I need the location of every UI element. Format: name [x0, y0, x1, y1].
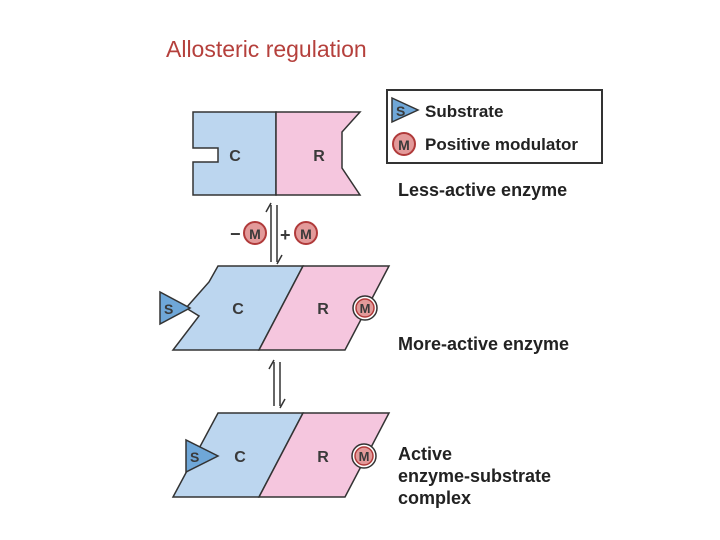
regulatory-subunit-3	[257, 412, 391, 498]
legend-box	[386, 89, 603, 164]
legend-modulator-symbol: M	[398, 137, 410, 153]
svg-text:M: M	[360, 301, 371, 316]
svg-text:M: M	[249, 226, 261, 242]
state-label-complex-line3: complex	[398, 488, 471, 508]
legend-modulator-icon: M	[392, 132, 416, 156]
slide-title: Allosteric regulation	[166, 36, 367, 62]
legend: S Substrate M Positive modulator	[386, 89, 603, 164]
regulatory-label-1: R	[313, 148, 325, 165]
less-active-enzyme: C R	[192, 111, 362, 196]
legend-substrate-icon: S	[391, 96, 420, 124]
more-active-enzyme: C R M	[171, 265, 391, 351]
modulator-icon-minus: M	[243, 221, 267, 245]
modulator-icon-plus: M	[294, 221, 318, 245]
legend-modulator-label: Positive modulator	[425, 135, 578, 154]
regulatory-label-3: R	[317, 449, 329, 466]
legend-substrate-label: Substrate	[425, 102, 503, 121]
regulatory-subunit-1	[275, 111, 362, 196]
svg-text:M: M	[300, 226, 312, 242]
svg-text:S: S	[164, 301, 173, 317]
enzyme-substrate-complex: S C R M	[171, 412, 391, 498]
equilibrium-arrows-2	[268, 359, 286, 409]
catalytic-label-3: C	[234, 449, 246, 466]
catalytic-label-1: C	[229, 148, 241, 165]
svg-text:M: M	[359, 449, 370, 464]
regulatory-subunit-2	[257, 265, 391, 351]
state-label-complex-line1: Active	[398, 444, 452, 464]
catalytic-label-2: C	[232, 301, 244, 318]
legend-substrate-symbol: S	[396, 103, 405, 119]
svg-text:S: S	[190, 449, 199, 465]
bound-modulator-icon-3: M	[351, 443, 377, 469]
bound-modulator-icon-2: M	[352, 295, 378, 321]
plus-sign: +	[280, 225, 291, 245]
state-label-complex-line2: enzyme-substrate	[398, 466, 551, 486]
regulatory-label-2: R	[317, 301, 329, 318]
free-substrate-icon: S	[159, 290, 192, 326]
equilibrium-arrows-1	[265, 202, 283, 265]
state-label-more-active: More-active enzyme	[398, 334, 569, 354]
bound-substrate-icon: S	[185, 438, 220, 474]
state-label-less-active: Less-active enzyme	[398, 180, 567, 200]
minus-sign: −	[230, 224, 241, 244]
